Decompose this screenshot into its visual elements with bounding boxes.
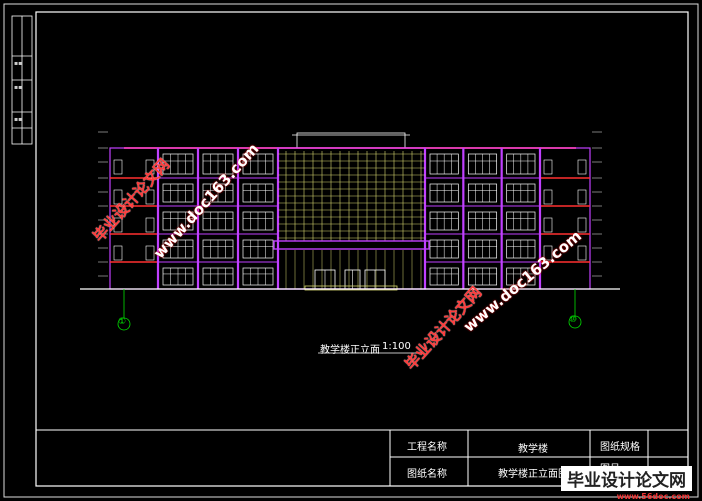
stair-window	[145, 189, 155, 205]
outer-frame	[3, 3, 699, 498]
stair-window	[543, 217, 553, 233]
sheet-size-label: 图纸规格	[600, 442, 640, 453]
axis-label-right: ⑩	[569, 315, 578, 325]
binding-strip	[11, 15, 33, 145]
stair-window	[145, 159, 155, 175]
elevation-scale: 1:100	[382, 341, 411, 352]
brand-logo: 毕业设计论文网	[561, 466, 692, 491]
stair-window	[145, 217, 155, 233]
stair-window	[113, 189, 123, 205]
elevation-title: 教学楼正立面	[320, 345, 380, 356]
stair-window	[577, 245, 587, 261]
axis-label-left: ①	[118, 317, 127, 327]
drawing-border	[35, 11, 689, 487]
stair-window	[577, 217, 587, 233]
project-name-value: 教学楼	[518, 444, 548, 455]
stair-window	[113, 159, 123, 175]
entrance-canopy	[273, 240, 430, 250]
project-name-label: 工程名称	[407, 442, 447, 453]
axis-marker-left	[117, 289, 131, 331]
stair-window	[543, 189, 553, 205]
binding-mark: ▪▪	[14, 116, 23, 123]
building-elevation	[98, 131, 602, 291]
drawing-name-label: 图纸名称	[407, 469, 447, 480]
stair-window	[577, 189, 587, 205]
stair-window	[543, 159, 553, 175]
binding-mark: ▪▪	[14, 60, 23, 67]
stair-window	[113, 217, 123, 233]
axis-marker-right	[568, 289, 582, 329]
drawing-name-value: 教学楼正立面图	[498, 469, 568, 480]
stair-window	[145, 245, 155, 261]
stair-window	[543, 245, 553, 261]
brand-url: www.56doc.com	[616, 492, 690, 501]
stair-window	[577, 159, 587, 175]
entrance-steps	[304, 285, 398, 291]
binding-mark: ▪▪	[14, 84, 23, 91]
stair-window	[113, 245, 123, 261]
